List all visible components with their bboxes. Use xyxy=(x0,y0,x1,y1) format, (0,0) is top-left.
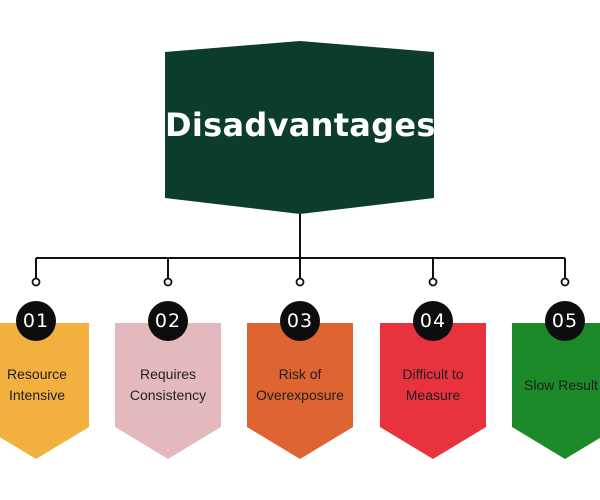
item-number-badge: 04 xyxy=(413,301,453,341)
item-number-badge: 01 xyxy=(16,301,56,341)
item-card-5 xyxy=(512,323,600,459)
item-number-badge: 03 xyxy=(280,301,320,341)
item-label: Risk of Overexposure xyxy=(256,366,344,403)
diagram-title: Disadvantages xyxy=(165,106,436,144)
item-label: Requires Consistency xyxy=(129,366,207,403)
item-card-4 xyxy=(380,323,486,459)
connector-dot-1 xyxy=(31,277,41,287)
item-label: Difficult to Measure xyxy=(402,366,464,403)
connector-dot-4 xyxy=(428,277,438,287)
item-number-badge: 05 xyxy=(545,301,585,341)
title-box xyxy=(165,41,434,214)
item-label: Resource Intensive xyxy=(7,366,67,403)
item-number-badge: 02 xyxy=(148,301,188,341)
item-card-3 xyxy=(247,323,353,459)
connector-dot-2 xyxy=(163,277,173,287)
item-card-1 xyxy=(0,323,89,459)
item-cards xyxy=(0,323,600,459)
item-label: Slow Result xyxy=(524,377,598,393)
connector-dot-3 xyxy=(295,277,305,287)
connector-lines xyxy=(31,214,570,287)
connector-dot-5 xyxy=(560,277,570,287)
item-card-2 xyxy=(115,323,221,459)
